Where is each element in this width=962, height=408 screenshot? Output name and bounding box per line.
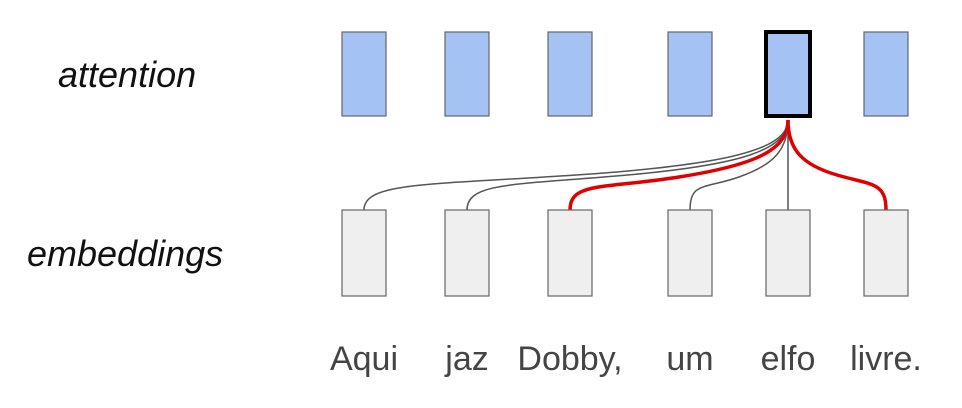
token-word-5: elfo (761, 340, 816, 378)
embedding-box-5 (765, 209, 811, 297)
embedding-box-1 (341, 209, 387, 297)
token-word-6: livre. (850, 340, 922, 378)
token-word-3: Dobby, (517, 340, 622, 378)
connection-line-6 (786, 119, 888, 211)
attention-row-label: attention (58, 54, 197, 95)
attention-box-highlighted (764, 30, 812, 118)
token-words: Aqui jaz Dobby, um elfo livre. (330, 340, 922, 378)
attention-row (341, 30, 909, 118)
attention-box-3 (547, 31, 593, 117)
embeddings-row-label: embeddings (27, 233, 224, 274)
connection-line-2 (466, 119, 789, 211)
connection-line-4 (689, 119, 789, 211)
embedding-box-6 (863, 209, 909, 297)
connection-line-1 (363, 119, 789, 211)
attention-box-1 (341, 31, 387, 117)
attention-box-4 (667, 31, 713, 117)
embedding-row (341, 209, 909, 297)
token-word-1: Aqui (330, 340, 398, 378)
attention-box-2 (444, 31, 490, 117)
embedding-box-2 (444, 209, 490, 297)
connection-lines (363, 119, 888, 211)
token-word-2: jaz (444, 340, 488, 378)
embedding-box-3 (547, 209, 593, 297)
token-word-4: um (666, 340, 713, 378)
embedding-box-4 (667, 209, 713, 297)
connection-line-3 (568, 119, 790, 211)
attention-box-6 (863, 31, 909, 117)
